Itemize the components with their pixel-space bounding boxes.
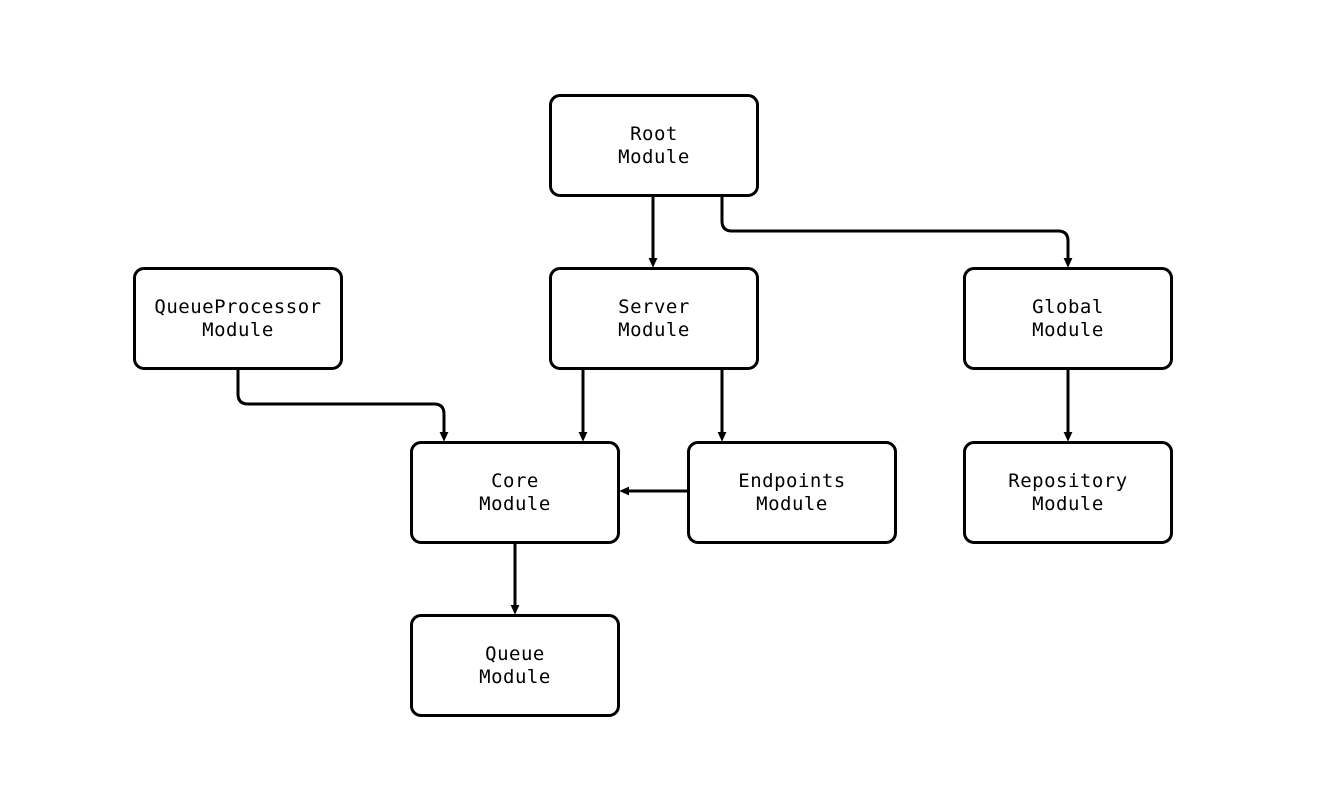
node-endpoints[interactable]: Endpoints Module bbox=[687, 441, 897, 544]
node-label-repository: Repository Module bbox=[1008, 469, 1128, 515]
node-core[interactable]: Core Module bbox=[410, 441, 620, 544]
node-label-core: Core Module bbox=[479, 469, 551, 515]
node-server[interactable]: Server Module bbox=[549, 267, 759, 370]
node-label-global: Global Module bbox=[1032, 295, 1104, 341]
node-global[interactable]: Global Module bbox=[963, 267, 1173, 370]
node-label-queueprocessor: QueueProcessor Module bbox=[154, 295, 322, 341]
edge-group bbox=[236, 197, 1073, 615]
node-label-endpoints: Endpoints Module bbox=[738, 469, 846, 515]
node-root[interactable]: Root Module bbox=[549, 94, 759, 197]
node-label-server: Server Module bbox=[618, 295, 690, 341]
node-label-queue: Queue Module bbox=[479, 642, 551, 688]
node-label-root: Root Module bbox=[618, 122, 690, 168]
node-repository[interactable]: Repository Module bbox=[963, 441, 1173, 544]
edge-root-to-global bbox=[720, 197, 1073, 268]
node-queue[interactable]: Queue Module bbox=[410, 614, 620, 717]
node-queueprocessor[interactable]: QueueProcessor Module bbox=[133, 267, 343, 370]
edge-queueprocessor-to-core bbox=[236, 370, 449, 442]
